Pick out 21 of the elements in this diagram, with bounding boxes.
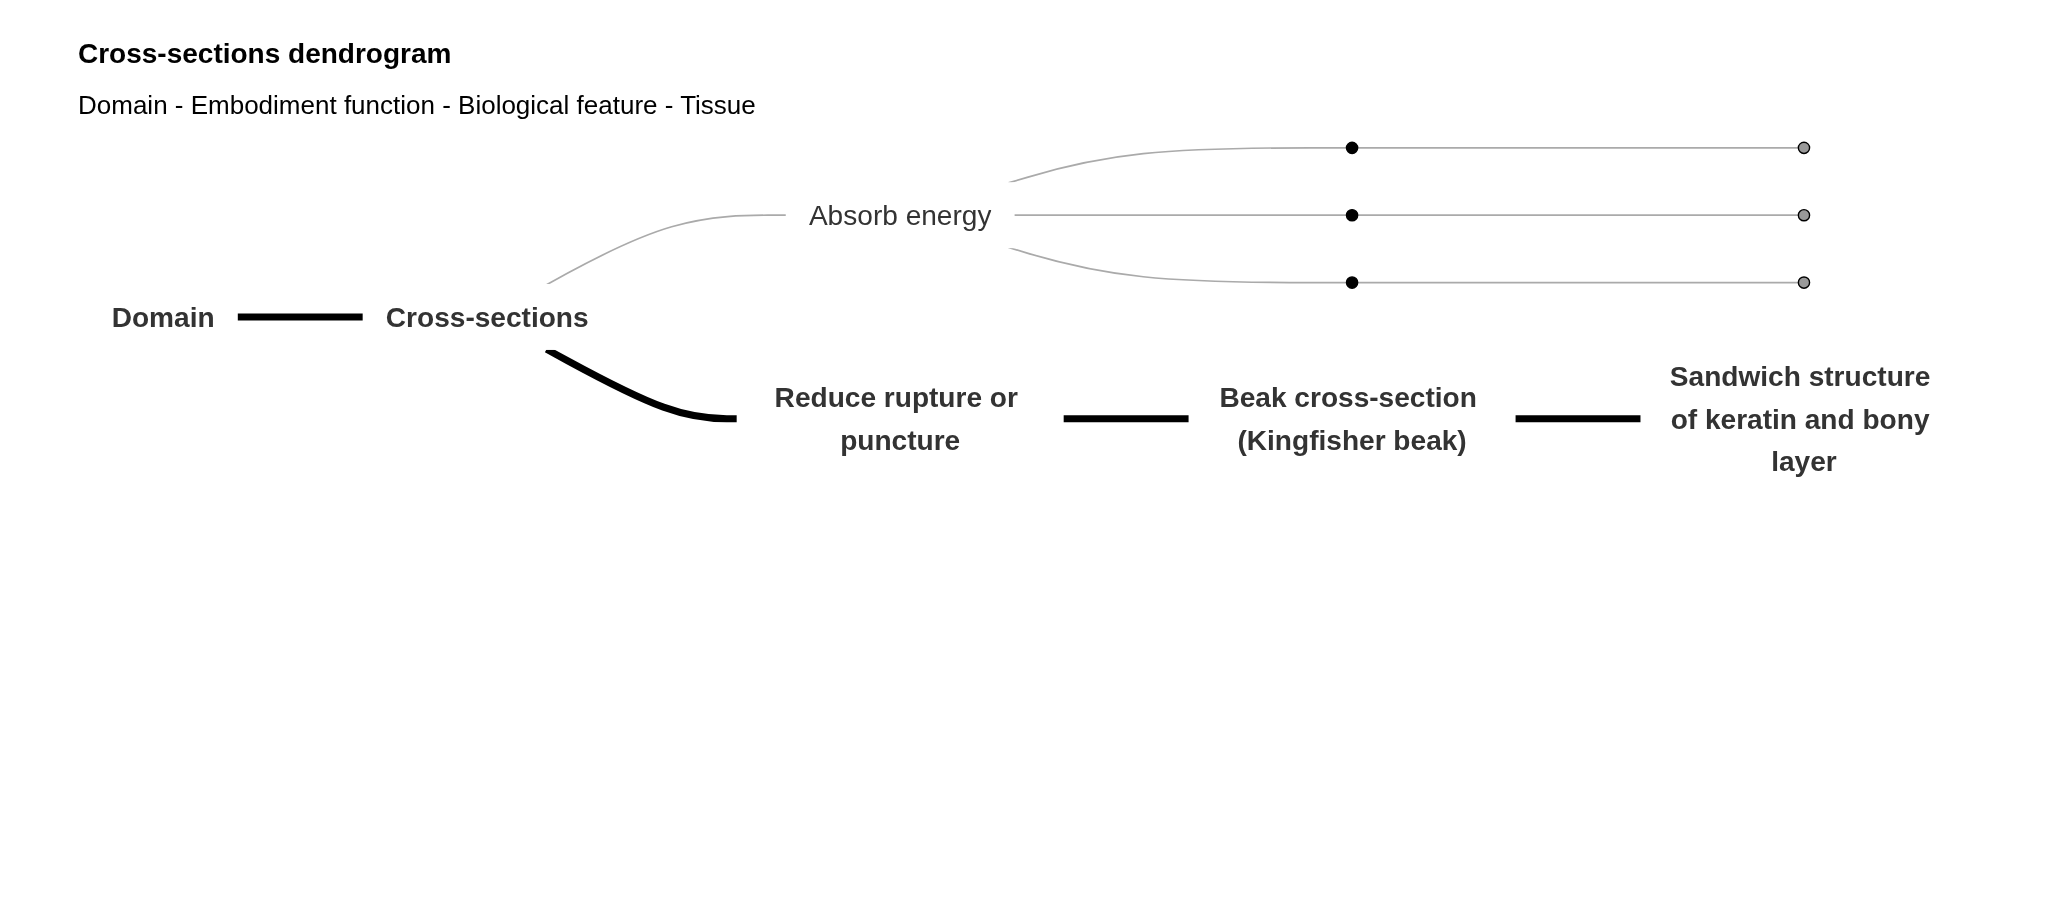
node-text: Sandwich structure of keratin and bony layer — [1669, 361, 1931, 477]
node-text: Reduce rupture or puncture — [774, 382, 1018, 456]
diagram-title: Cross-sections dendrogram — [78, 38, 453, 70]
connector — [1356, 281, 1800, 284]
connector — [237, 313, 364, 321]
node-text: Domain — [111, 301, 215, 333]
node-circle — [1797, 141, 1811, 155]
node-circle — [1797, 208, 1811, 222]
connector — [1514, 415, 1642, 423]
connector — [1013, 214, 1348, 217]
node-circle — [1345, 141, 1359, 155]
node-circle — [1345, 276, 1359, 289]
subtitle-text: Domain - Embodiment function - Biological feature - Tissue — [78, 90, 757, 121]
connector — [1356, 147, 1800, 149]
node-text: Absorb energy — [808, 199, 992, 231]
node-circle — [1345, 208, 1359, 222]
node-text: Beak cross-section (Kingfisher beak) — [1219, 382, 1477, 456]
connector — [1356, 214, 1800, 217]
node-text: Cross-sections — [385, 301, 589, 333]
connector — [1063, 415, 1190, 423]
node-circle — [1797, 276, 1811, 289]
